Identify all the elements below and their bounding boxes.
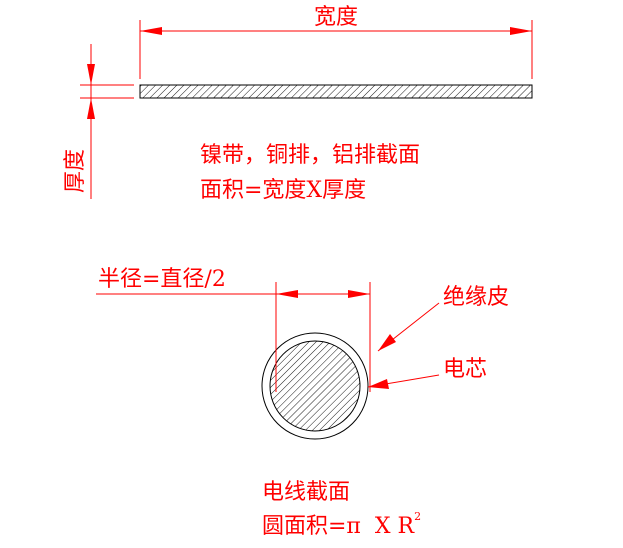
insulation-label: 绝缘皮 — [443, 285, 509, 310]
core-label: 电芯 — [443, 357, 487, 382]
width-label: 宽度 — [314, 5, 358, 30]
core-leader — [367, 374, 440, 389]
width-arrow-right — [510, 27, 532, 35]
strip-section: 宽度 厚度 镍带，铜排，铝排截面 面积=宽度X厚度 — [63, 5, 533, 203]
wire-caption-line1: 电线截面 — [262, 480, 350, 505]
wire-caption-line2: 圆面积=π X R2 — [262, 510, 421, 539]
insulation-leader — [377, 302, 440, 352]
thickness-arrow-top — [87, 64, 95, 85]
thickness-arrow-bottom — [87, 98, 95, 119]
radius-arrow-right — [348, 290, 370, 298]
strip-caption-line1: 镍带，铜排，铝排截面 — [200, 143, 420, 168]
area-formula: 圆面积=π X R — [262, 514, 416, 539]
strip-body — [139, 84, 533, 99]
area-formula-superscript: 2 — [414, 510, 421, 523]
wire-section: 半径=直径/2 绝缘皮 电芯 电线截面 圆面积=π X R2 — [96, 267, 509, 539]
radius-label: 半径=直径/2 — [98, 267, 226, 292]
radius-arrow-left — [276, 290, 298, 298]
thickness-label: 厚度 — [63, 149, 88, 193]
width-dimension — [139, 20, 533, 79]
thickness-dimension — [80, 44, 134, 199]
strip-caption-line2: 面积=宽度X厚度 — [200, 178, 366, 203]
core-circle — [269, 340, 361, 432]
insulation-arrow — [378, 334, 396, 351]
core-arrow — [368, 379, 389, 389]
radius-dimension — [96, 282, 371, 392]
width-arrow-left — [140, 27, 162, 35]
